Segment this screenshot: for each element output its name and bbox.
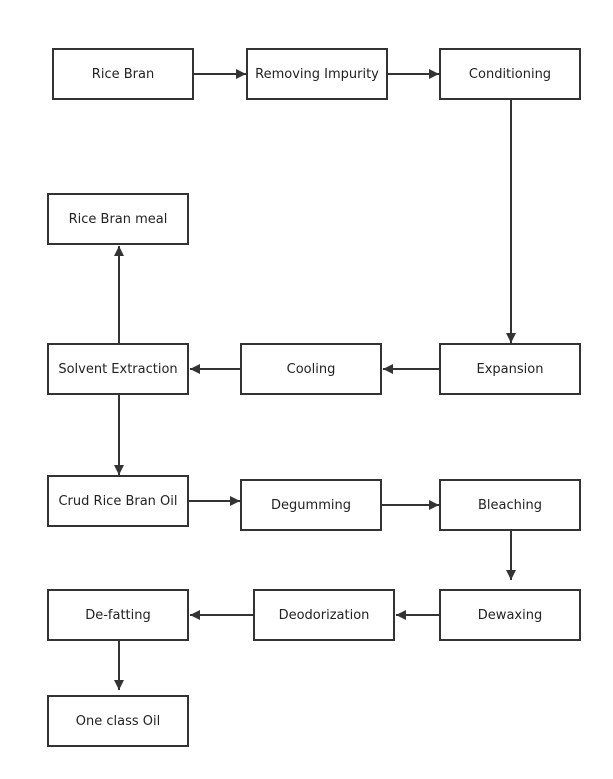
node-removing-impurity: Removing Impurity [246, 48, 388, 100]
node-de-fatting: De-fatting [47, 589, 189, 641]
node-degumming-label: Degumming [271, 497, 351, 513]
node-rice-bran-meal: Rice Bran meal [47, 193, 189, 245]
node-rice-bran-meal-label: Rice Bran meal [68, 211, 168, 227]
node-deodorization: Deodorization [253, 589, 395, 641]
node-degumming: Degumming [240, 479, 382, 531]
node-crud-rice-bran-oil: Crud Rice Bran Oil [47, 475, 189, 527]
node-dewaxing-label: Dewaxing [477, 607, 543, 623]
node-crud-rice-bran-oil-label: Crud Rice Bran Oil [58, 493, 178, 509]
node-rice-bran-label: Rice Bran [91, 66, 155, 82]
node-removing-impurity-label: Removing Impurity [255, 66, 379, 82]
node-bleaching: Bleaching [439, 479, 581, 531]
node-conditioning: Conditioning [439, 48, 581, 100]
node-solvent-extraction: Solvent Extraction [47, 343, 189, 395]
node-conditioning-label: Conditioning [468, 66, 552, 82]
node-one-class-oil: One class Oil [47, 695, 189, 747]
node-expansion: Expansion [439, 343, 581, 395]
node-one-class-oil-label: One class Oil [75, 713, 161, 729]
node-cooling-label: Cooling [286, 361, 336, 377]
node-rice-bran: Rice Bran [52, 48, 194, 100]
node-cooling: Cooling [240, 343, 382, 395]
node-bleaching-label: Bleaching [478, 497, 542, 513]
node-solvent-extraction-label: Solvent Extraction [58, 361, 178, 377]
node-deodorization-label: Deodorization [278, 607, 370, 623]
node-dewaxing: Dewaxing [439, 589, 581, 641]
node-expansion-label: Expansion [476, 361, 544, 377]
node-de-fatting-label: De-fatting [85, 607, 151, 623]
